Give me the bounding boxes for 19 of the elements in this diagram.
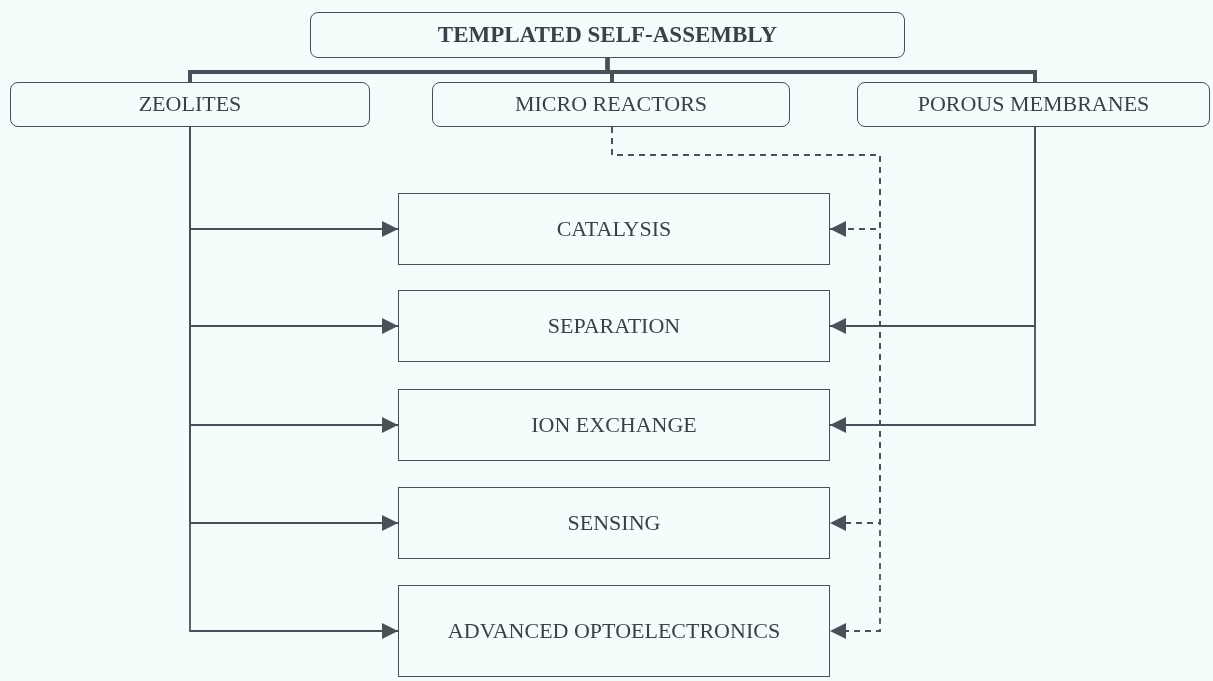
connector-arrow bbox=[829, 126, 1036, 433]
node-label: CATALYSIS bbox=[556, 214, 672, 243]
application-box bbox=[398, 487, 830, 559]
node-label: POROUS MEMBRANES bbox=[917, 90, 1150, 119]
category-box bbox=[432, 82, 790, 127]
category-box bbox=[857, 82, 1210, 127]
node-label: TEMPLATED SELF-ASSEMBLY bbox=[437, 21, 778, 50]
category-box bbox=[10, 82, 370, 127]
node-label: SENSING bbox=[567, 508, 661, 537]
application-box bbox=[398, 193, 830, 265]
application-box bbox=[398, 585, 830, 677]
title-box bbox=[310, 12, 905, 58]
application-box bbox=[398, 389, 830, 461]
node-label: ZEOLITES bbox=[138, 90, 242, 119]
node-label: ADVANCED OPTOELECTRONICS bbox=[447, 616, 781, 645]
node-label: ION EXCHANGE bbox=[531, 410, 697, 439]
application-box bbox=[398, 290, 830, 362]
node-label: SEPARATION bbox=[547, 311, 681, 340]
node-label: MICRO REACTORS bbox=[514, 90, 708, 119]
